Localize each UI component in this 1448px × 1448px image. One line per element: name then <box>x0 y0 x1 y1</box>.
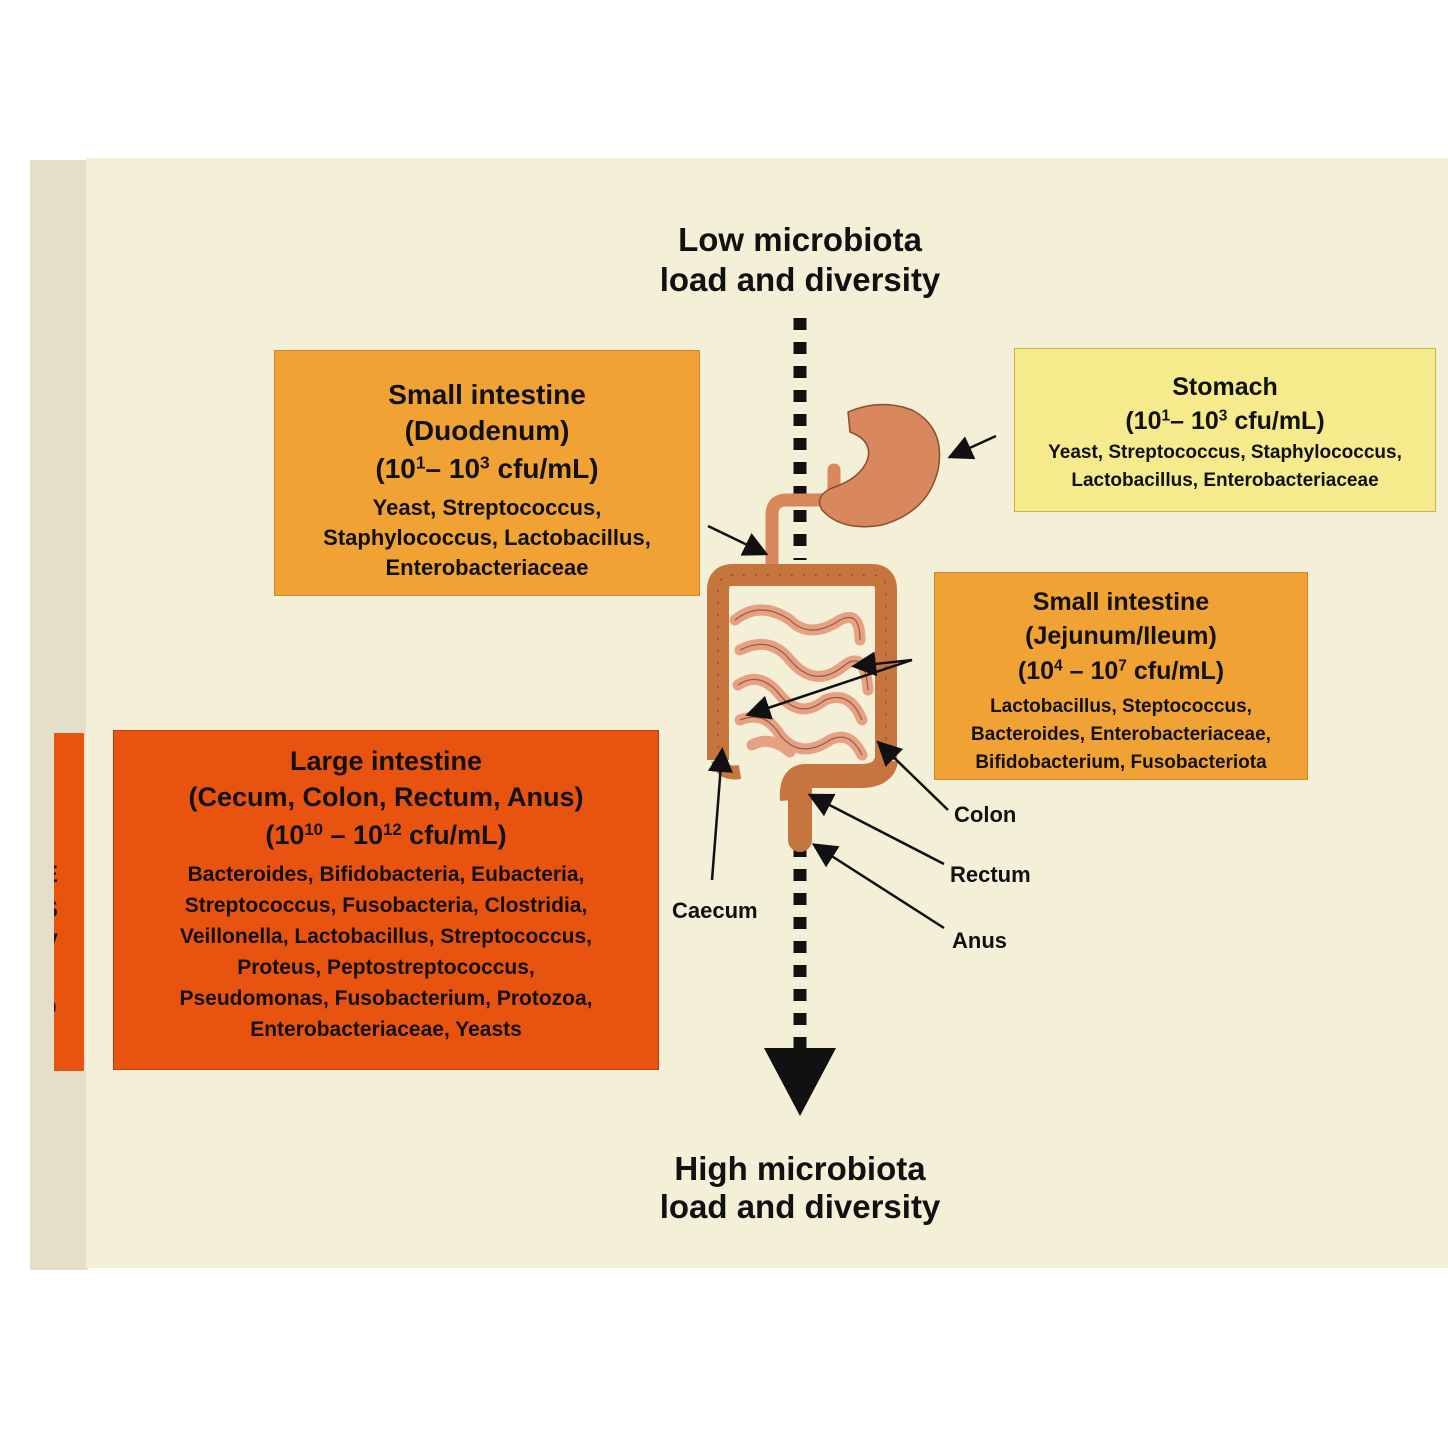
duodenum-subtitle: (Duodenum) <box>404 415 570 446</box>
stomach-pointer <box>947 434 997 460</box>
colon-label: Colon <box>954 802 1017 827</box>
stomach-species: Lactobacillus, Enterobacteriaceae <box>1071 470 1379 491</box>
jejunum-count: (104 – 107 cfu/mL) <box>935 653 1307 689</box>
large-intestine-species: Bacteroides, Bifidobacteria, Eubacteria, <box>187 863 585 886</box>
count-exp: 4 <box>1054 657 1063 675</box>
side-strip-letter: V <box>54 929 58 957</box>
jejunum-title: Small intestine <box>1032 588 1210 616</box>
jejunum-species: Bacteroides, Enterobacteriaceae, <box>971 724 1271 745</box>
large-intestine-box: Large intestine (Cecum, Colon, Rectum, A… <box>113 730 659 1070</box>
caecum-pointer <box>707 747 733 881</box>
pointer-arrows <box>707 434 997 930</box>
count-exp: 3 <box>1218 407 1228 425</box>
side-strip-letter: p <box>54 993 57 1021</box>
large-intestine-species: Proteus, Peptostreptococcus, <box>237 956 535 979</box>
jejunum-box: Small intestine (Jejunum/Ileum) (104 – 1… <box>934 572 1308 780</box>
caecum-label: Caecum <box>672 898 758 923</box>
duodenum-box: Small intestine (Duodenum) (101– 103 cfu… <box>274 350 700 596</box>
rectum-pointer <box>807 793 945 866</box>
duodenum-pointer <box>707 524 769 556</box>
stomach-species: Yeast, Streptococcus, Staphylococcus, <box>1048 442 1402 463</box>
large-intestine-count: (1010 – 1012 cfu/mL) <box>114 815 658 855</box>
duodenum-species: Enterobacteriaceae <box>385 555 589 580</box>
count-suffix: cfu/mL) <box>401 820 507 850</box>
canvas-side-edge <box>30 160 88 1270</box>
bottom-label-line2: load and diversity <box>659 1188 941 1225</box>
jejunum-pointer-2 <box>745 658 913 720</box>
large-intestine-species: Enterobacteriaceae, Yeasts <box>250 1018 522 1041</box>
count-mid: – 10 <box>1170 407 1219 435</box>
count-mid: – 10 <box>322 820 384 850</box>
rectum-label: Rectum <box>950 862 1031 887</box>
colon-pointer <box>876 740 949 811</box>
stomach-title: Stomach <box>1172 373 1278 401</box>
count-exp: 3 <box>480 452 490 473</box>
duodenum-title: Small intestine <box>388 379 586 410</box>
large-intestine-species: Pseudomonas, Fusobacterium, Protozoa, <box>179 987 593 1010</box>
side-strip-letter: E <box>54 861 58 889</box>
large-intestine-title: Large intestine <box>289 746 483 776</box>
side-strip: E S V p <box>54 733 84 1071</box>
stomach-count: (101– 103 cfu/mL) <box>1015 403 1435 439</box>
count-exp: 7 <box>1118 657 1127 675</box>
count-prefix: (10 <box>265 820 305 850</box>
count-exp: 1 <box>1161 407 1171 425</box>
anus-pointer <box>811 843 945 930</box>
count-mid: – 10 <box>425 453 481 484</box>
jejunum-subtitle: (Jejunum/Ileum) <box>1025 622 1217 650</box>
jejunum-species: Bifidobacterium, Fusobacteriota <box>975 752 1267 773</box>
top-label-line2: load and diversity <box>659 261 941 298</box>
count-prefix: (10 <box>1125 407 1162 435</box>
count-suffix: cfu/mL) <box>1126 657 1225 685</box>
duodenum-species: Yeast, Streptococcus, <box>372 495 602 520</box>
gradient-arrow-head <box>764 1048 836 1116</box>
jejunum-pointer-1 <box>851 651 913 677</box>
count-exp: 12 <box>383 819 402 839</box>
count-suffix: cfu/mL) <box>489 453 599 484</box>
top-label: Low microbiota load and diversity <box>640 220 960 300</box>
duodenum-species: Staphylococcus, Lactobacillus, <box>323 525 651 550</box>
count-exp: 10 <box>304 819 323 839</box>
count-prefix: (10 <box>1017 657 1055 685</box>
count-mid: – 10 <box>1062 657 1119 685</box>
stomach-box: Stomach (101– 103 cfu/mL) Yeast, Strepto… <box>1014 348 1436 512</box>
anus-label: Anus <box>952 928 1007 953</box>
count-suffix: cfu/mL) <box>1227 407 1325 435</box>
jejunum-species: Lactobacillus, Steptococcus, <box>990 696 1252 717</box>
large-intestine-species: Veillonella, Lactobacillus, Streptococcu… <box>180 925 592 948</box>
bottom-label-line1: High microbiota <box>674 1150 926 1187</box>
large-intestine-species: Streptococcus, Fusobacteria, Clostridia, <box>184 894 588 917</box>
count-exp: 1 <box>415 452 426 473</box>
duodenum-count: (101– 103 cfu/mL) <box>275 449 699 489</box>
bottom-label: High microbiota load and diversity <box>640 1150 960 1226</box>
side-strip-letter: S <box>54 896 58 924</box>
large-intestine-subtitle: (Cecum, Colon, Rectum, Anus) <box>188 782 584 812</box>
count-prefix: (10 <box>375 453 416 484</box>
top-label-line1: Low microbiota <box>678 221 922 258</box>
stomach-organ <box>818 403 941 528</box>
